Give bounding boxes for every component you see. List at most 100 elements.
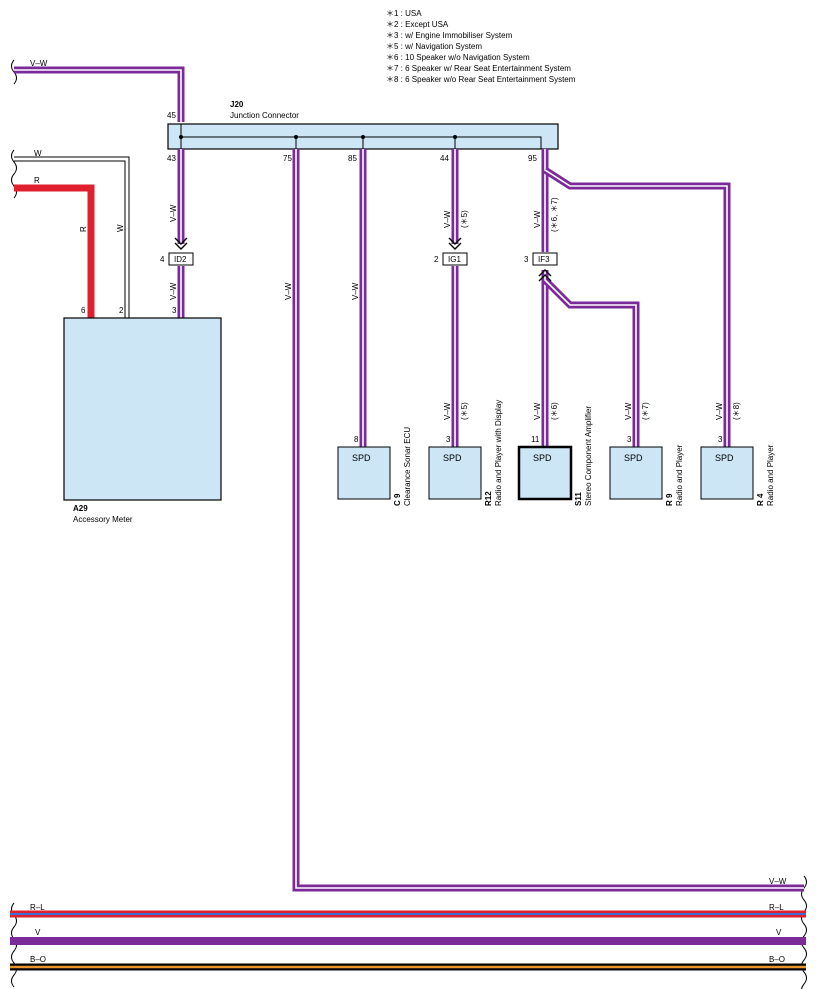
wire-label-r12: V–W xyxy=(443,402,452,420)
junction-connector-j20 xyxy=(167,123,559,150)
component-c9: SPD 8 C 9 Clearance Sonar ECU xyxy=(337,427,412,506)
wire-label-rl-right: R–L xyxy=(769,903,784,912)
component-label: SPD xyxy=(443,453,462,463)
pin-85: 85 xyxy=(348,154,357,163)
wire-label-r9: V–W xyxy=(624,402,633,420)
wire-w xyxy=(14,156,130,318)
note-1: ＊1 : USA xyxy=(386,9,422,18)
component-r9: SPD 3 R 9 Radio and Player xyxy=(609,435,684,506)
component-s11: SPD 11 S11 Stereo Component Amplifier xyxy=(517,406,593,506)
wire-label-bottom-vw: V–W xyxy=(769,877,787,886)
component-label: SPD xyxy=(533,453,552,463)
notes-legend: ＊1 : USA ＊2 : Except USA ＊3 : w/ Engine … xyxy=(386,9,576,84)
component-box xyxy=(609,446,663,500)
accessory-meter-a29: 6 2 3 A29 Accessory Meter xyxy=(63,306,222,524)
wire-label-v-left: V xyxy=(35,928,41,937)
wire-95 xyxy=(541,149,731,447)
meter-pin-2: 2 xyxy=(119,306,124,315)
wire-r xyxy=(14,184,95,318)
cond-r9: (＊7) xyxy=(641,402,650,420)
cond-ig1: (＊5) xyxy=(460,210,469,228)
cond-r12: (＊5) xyxy=(460,402,469,420)
component-name: Radio and Player xyxy=(675,444,684,506)
meter-name: Accessory Meter xyxy=(73,515,133,524)
inline-connector-id2: ID2 4 xyxy=(160,237,194,266)
component-label: SPD xyxy=(352,453,371,463)
component-box xyxy=(517,445,573,501)
wire-label-85: V–W xyxy=(351,282,360,300)
wire-if3-out xyxy=(541,270,640,447)
inline-connector-if3: IF3 3 xyxy=(524,252,558,282)
meter-pin-3: 3 xyxy=(172,306,177,315)
inline-code-if3: IF3 xyxy=(538,255,550,264)
pin-44: 44 xyxy=(440,154,449,163)
wire-label-44: V–W xyxy=(443,210,452,228)
component-pin: 3 xyxy=(627,435,632,444)
note-5: ＊5 : w/ Navigation System xyxy=(386,42,482,51)
inline-pin-id2: 4 xyxy=(160,255,165,264)
wire-label-w: W xyxy=(34,149,42,158)
note-6: ＊6 : 10 Speaker w/o Navigation System xyxy=(386,53,530,62)
cond-r4: (＊8) xyxy=(732,402,741,420)
component-code: S11 xyxy=(574,492,583,506)
wire-top-vw xyxy=(14,66,185,122)
component-label: SPD xyxy=(715,453,734,463)
junction-code: J20 xyxy=(230,100,244,109)
component-label: SPD xyxy=(624,453,643,463)
wire-label-43: V–W xyxy=(169,204,178,222)
component-code: C 9 xyxy=(393,493,402,506)
component-code: R 9 xyxy=(665,493,674,506)
component-pin: 3 xyxy=(446,435,451,444)
wire-label-s11: V–W xyxy=(533,402,542,420)
wire-label-bo-left: B–O xyxy=(30,955,46,964)
wire-label-r-vert: R xyxy=(79,226,88,232)
pin-75: 75 xyxy=(283,154,292,163)
note-8: ＊8 : 6 Speaker w/o Rear Seat Entertainme… xyxy=(386,75,576,84)
wire-label-95: V–W xyxy=(533,210,542,228)
component-name: Radio and Player xyxy=(766,444,775,506)
component-code: R12 xyxy=(484,491,493,506)
component-pin: 3 xyxy=(718,435,723,444)
pin-45: 45 xyxy=(167,111,176,120)
wire-label-w-vert: W xyxy=(116,224,125,232)
wire-label-bo-right: B–O xyxy=(769,955,785,964)
component-name: Radio and Player with Display xyxy=(494,400,503,506)
cond-if3: (＊6, ＊7) xyxy=(550,197,559,232)
pin-95: 95 xyxy=(528,154,537,163)
component-box xyxy=(428,446,482,500)
inline-code-id2: ID2 xyxy=(174,255,187,264)
wire-label-r: R xyxy=(34,176,40,185)
note-2: ＊2 : Except USA xyxy=(386,20,449,29)
meter-pin-6: 6 xyxy=(81,306,86,315)
component-pin: 8 xyxy=(354,435,359,444)
break-marks-right xyxy=(801,875,807,989)
component-r4: SPD 3 R 4 Radio and Player xyxy=(700,435,775,506)
component-name: Stereo Component Amplifier xyxy=(584,406,593,506)
meter-code: A29 xyxy=(73,504,88,513)
component-r12: SPD 3 R12 Radio and Player with Display xyxy=(428,400,503,506)
break-mark xyxy=(801,875,807,989)
component-box xyxy=(337,446,391,500)
component-pin: 11 xyxy=(531,435,540,444)
meter-box xyxy=(63,317,222,501)
component-code: R 4 xyxy=(756,493,765,506)
wire-label-43b: V–W xyxy=(169,282,178,300)
wire-label-top-vw: V–W xyxy=(30,59,48,68)
component-name: Clearance Sonar ECU xyxy=(403,427,412,506)
component-box xyxy=(700,446,754,500)
inline-pin-if3: 3 xyxy=(524,255,529,264)
wire-75-long xyxy=(292,149,804,892)
wire-label-r4: V–W xyxy=(715,402,724,420)
inline-code-ig1: IG1 xyxy=(448,255,461,264)
junction-name: Junction Connector xyxy=(230,111,299,120)
note-7: ＊7 : 6 Speaker w/ Rear Seat Entertainmen… xyxy=(386,64,571,73)
wire-label-rl-left: R–L xyxy=(30,903,45,912)
inline-connector-ig1: IG1 2 xyxy=(434,237,468,266)
cond-s11: (＊6) xyxy=(550,402,559,420)
wire-label-75: V–W xyxy=(284,282,293,300)
wire-label-v-right: V xyxy=(776,928,782,937)
inline-pin-ig1: 2 xyxy=(434,255,439,264)
break-marks-left xyxy=(11,59,17,988)
